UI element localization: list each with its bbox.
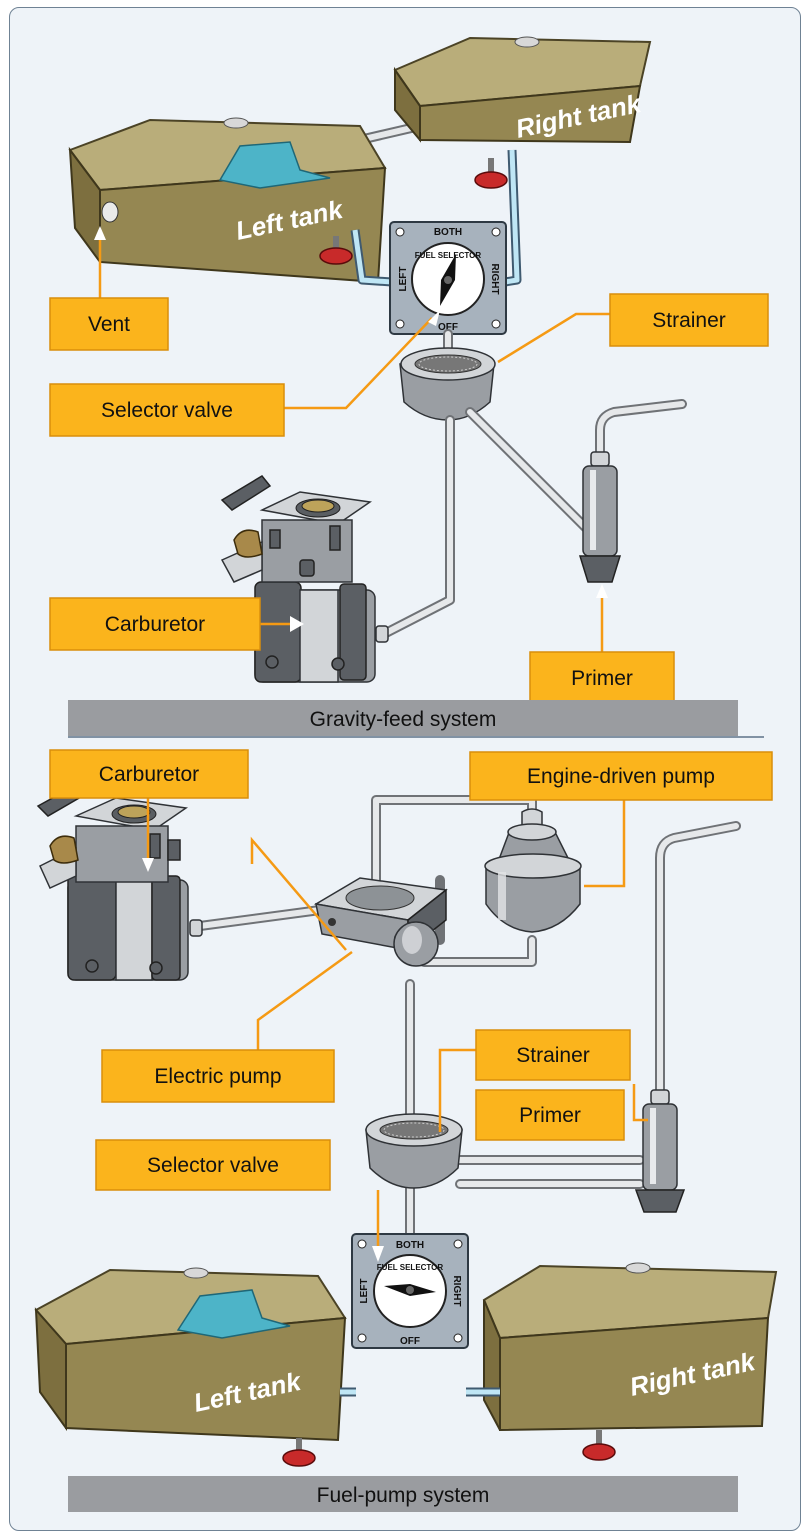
fp-left-tank: Left tank — [34, 1267, 347, 1442]
fp-label-strainer: Strainer — [475, 1029, 631, 1081]
gf-right-drain-valve-icon — [474, 158, 508, 189]
fp-left-tank-fuel — [176, 1289, 291, 1339]
gf-label-primer: Primer — [529, 651, 675, 705]
gf-left-tank-fuel — [218, 141, 331, 189]
fp-carburetor — [36, 783, 203, 981]
fp-selector-valve: BOTH OFF LEFT RIGHT FUEL SELECTOR — [351, 1233, 469, 1349]
fp-left-tank-cap-icon — [183, 1267, 209, 1279]
gf-left-tank-cap-icon — [223, 117, 249, 129]
gf-left-drain-valve-icon — [319, 236, 353, 265]
fp-engine-driven-pump — [484, 808, 582, 933]
gf-right-tank: Right tank — [393, 36, 652, 144]
gf-left-tank: Left tank — [68, 117, 387, 284]
gf-selector-off: OFF — [438, 322, 458, 333]
gf-selector-dial-text: FUEL SELECTOR — [415, 251, 482, 260]
fp-right-tank-cap-icon — [625, 1262, 651, 1274]
gf-selector-right: RIGHT — [489, 263, 500, 294]
fp-strainer — [365, 1113, 463, 1189]
gf-caption: Gravity-feed system — [68, 700, 764, 738]
svg-text:Primer: Primer — [519, 1104, 581, 1127]
svg-text:Electric pump: Electric pump — [154, 1065, 281, 1088]
svg-text:Carburetor: Carburetor — [99, 763, 199, 786]
gf-strainer — [399, 347, 496, 421]
fp-right-tank: Right tank — [482, 1262, 778, 1432]
svg-text:Gravity-feed system: Gravity-feed system — [310, 708, 497, 731]
fp-label-engine-driven-pump: Engine-driven pump — [469, 751, 773, 801]
gf-selector-left: LEFT — [398, 267, 409, 292]
fp-electric-pump — [313, 877, 448, 967]
gf-carburetor — [220, 475, 389, 683]
svg-text:Vent: Vent — [88, 313, 130, 336]
fp-caption: Fuel-pump system — [68, 1476, 738, 1512]
gf-label-selector-valve: Selector valve — [49, 383, 285, 437]
gf-selector-both: BOTH — [434, 227, 462, 238]
fp-label-electric-pump: Electric pump — [101, 1049, 335, 1103]
fp-selector-both: BOTH — [396, 1240, 424, 1251]
fp-selector-left: LEFT — [359, 1279, 370, 1304]
gf-selector-valve: BOTH OFF LEFT RIGHT FUEL SELECTOR — [389, 221, 507, 335]
gf-leader-lines — [94, 226, 610, 652]
fp-right-drain-valve-icon — [582, 1430, 616, 1461]
svg-text:Selector valve: Selector valve — [101, 399, 233, 422]
fp-selector-right: RIGHT — [451, 1275, 462, 1306]
gf-vent-icon — [101, 201, 119, 223]
fp-label-carburetor: Carburetor — [49, 749, 249, 799]
svg-text:Carburetor: Carburetor — [105, 613, 205, 636]
svg-text:Strainer: Strainer — [652, 309, 726, 332]
svg-text:Strainer: Strainer — [516, 1044, 590, 1067]
gravity-feed-system: Right tank Left tank — [49, 36, 769, 738]
gf-label-strainer: Strainer — [609, 293, 769, 347]
fp-label-selector-valve: Selector valve — [95, 1139, 331, 1191]
svg-text:Engine-driven pump: Engine-driven pump — [527, 765, 715, 788]
gf-right-tank-cap-icon — [514, 36, 540, 48]
gf-label-vent: Vent — [49, 297, 169, 351]
fp-primer — [634, 1089, 686, 1213]
svg-text:Selector valve: Selector valve — [147, 1154, 279, 1177]
gf-feed-pipes — [350, 149, 522, 287]
svg-text:Primer: Primer — [571, 667, 633, 690]
gf-pipes-strainer-out — [375, 399, 687, 641]
fp-selector-dial-text: FUEL SELECTOR — [377, 1263, 444, 1272]
fp-label-primer: Primer — [475, 1089, 625, 1141]
gf-primer — [578, 451, 622, 583]
fp-left-drain-valve-icon — [282, 1438, 316, 1467]
svg-text:Fuel-pump system: Fuel-pump system — [317, 1484, 490, 1507]
fuel-pump-system: Left tank Right tank — [34, 749, 778, 1512]
gf-label-carburetor: Carburetor — [49, 597, 261, 651]
fp-selector-off: OFF — [400, 1336, 420, 1347]
fp-leader-lines — [142, 798, 648, 1262]
